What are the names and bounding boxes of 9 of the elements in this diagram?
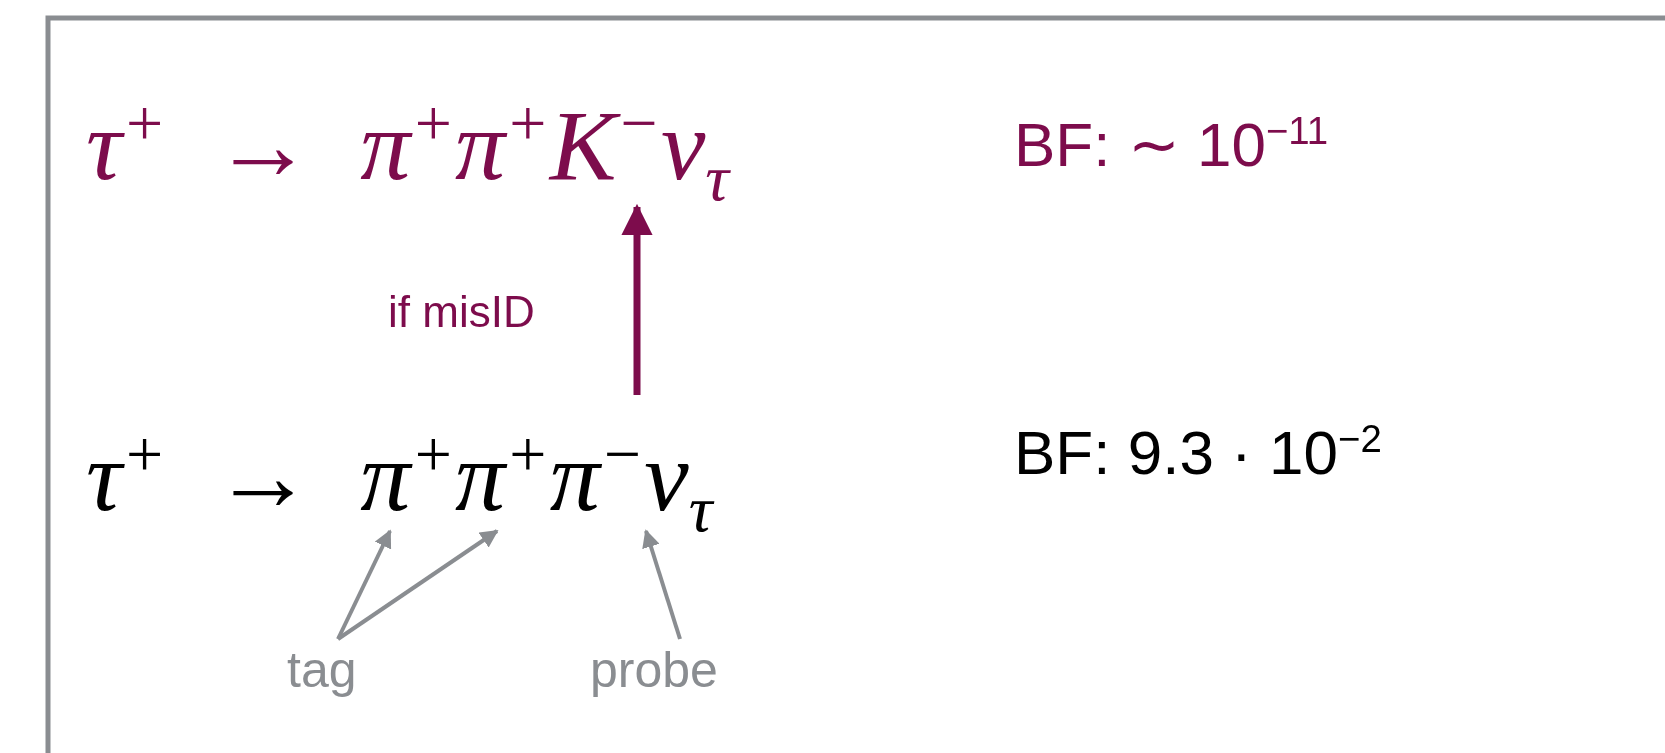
arrow — [336, 529, 392, 640]
arrow — [336, 529, 499, 641]
branching-fraction: BF: ∼ 10$^{−11}$ — [1014, 112, 1329, 176]
decay-equation: τ$^{+}$ → π$^{+}$π$^{+}$K$^{−}$ν$_{τ}$ — [86, 80, 729, 207]
annotation-label: tag — [287, 645, 357, 695]
annotation-label: probe — [590, 645, 718, 695]
arrow — [642, 529, 682, 640]
decay-equation: τ$^{+}$ → π$^{+}$π$^{+}$π$^{−}$ν$_{τ}$ — [86, 401, 713, 531]
branching-fraction: BF: 9.3 · 10$^{−2}$ — [1014, 420, 1382, 484]
